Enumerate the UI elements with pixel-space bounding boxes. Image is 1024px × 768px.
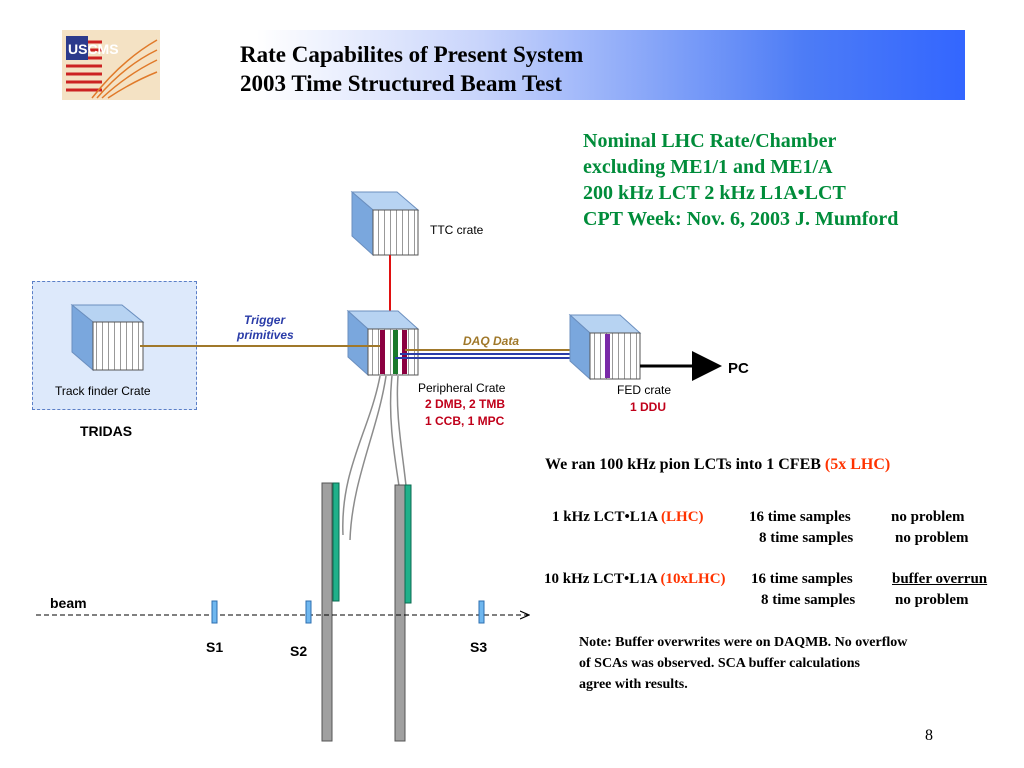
page-title: Rate Capabilites of Present System 2003 … [240,40,583,98]
row1-rate-text: 1 kHz LCT•L1A [552,509,662,525]
nominal-line-3: 200 kHz LCT 2 kHz L1A•LCT [583,182,846,204]
title-line-2: 2003 Time Structured Beam Test [240,71,563,96]
row4-samples: 8 time samples [761,592,856,608]
fed-sub: 1 DDU [630,400,666,414]
results-headline: We ran 100 kHz pion LCTs into 1 CFEB (5x… [545,456,890,474]
nominal-line-1: Nominal LHC Rate/Chamber [583,130,837,152]
row3-tag: (10xLHC) [660,571,726,587]
row2-samples: 8 time samples [759,530,854,546]
uscms-logo: USCMS [62,30,160,100]
title-banner [160,30,965,100]
scintillator-s3 [478,600,485,624]
peripheral-label: Peripheral Crate [418,381,506,395]
logo-text: USCMS [68,41,119,57]
row3-rate-text: 10 kHz LCT•L1A [544,571,661,587]
chamber-1 [321,482,340,742]
page-number: 8 [925,727,933,744]
peripheral-sub-2: 1 CCB, 1 MPC [425,414,505,428]
scintillator-s2 [305,600,312,624]
track-finder-label: Track finder Crate [55,384,151,398]
s3-label: S3 [470,639,487,655]
chamber-2 [394,484,412,742]
note-line-1: Note: Buffer overwrites were on DAQMB. N… [579,635,908,650]
trigger-label-2: primitives [236,328,294,342]
row2-result: no problem [895,530,969,546]
buffer-note: Note: Buffer overwrites were on DAQMB. N… [579,632,907,695]
row1-rate: 1 kHz LCT•L1A (LHC) [552,509,704,526]
beam-label: beam [50,595,87,611]
peripheral-sub-1: 2 DMB, 2 TMB [425,397,505,411]
nominal-line-4: CPT Week: Nov. 6, 2003 J. Mumford [583,208,899,230]
s2-label: S2 [290,643,307,659]
title-line-1: Rate Capabilites of Present System [240,42,584,67]
peripheral-crate [346,309,420,377]
fed-label: FED crate [617,383,671,397]
note-line-3: agree with results. [579,677,688,692]
s1-label: S1 [206,639,223,655]
ttc-label: TTC crate [430,223,484,237]
note-line-2: of SCAs was observed. SCA buffer calcula… [579,656,860,671]
fed-crate [568,313,642,381]
row1-samples: 16 time samples [749,509,851,525]
nominal-line-2: excluding ME1/1 and ME1/A [583,156,833,178]
daq-label: DAQ Data [463,334,519,348]
headline-text: We ran 100 kHz pion LCTs into 1 CFEB [545,456,825,473]
row3-rate: 10 kHz LCT•L1A (10xLHC) [544,571,726,588]
ttc-crate [350,190,420,257]
row3-result: buffer overrun [892,571,988,587]
pc-label: PC [728,360,749,377]
tridas-label: TRIDAS [80,423,132,439]
scintillator-s1 [211,600,218,624]
track-finder-crate [70,303,145,372]
trigger-label-1: Trigger [244,313,286,327]
row1-result: no problem [891,509,965,525]
row4-result: no problem [895,592,969,608]
nominal-rate-block: Nominal LHC Rate/Chamber excluding ME1/1… [583,128,898,232]
headline-highlight: (5x LHC) [824,456,891,473]
row1-tag: (LHC) [661,509,704,525]
row3-samples: 16 time samples [751,571,853,587]
